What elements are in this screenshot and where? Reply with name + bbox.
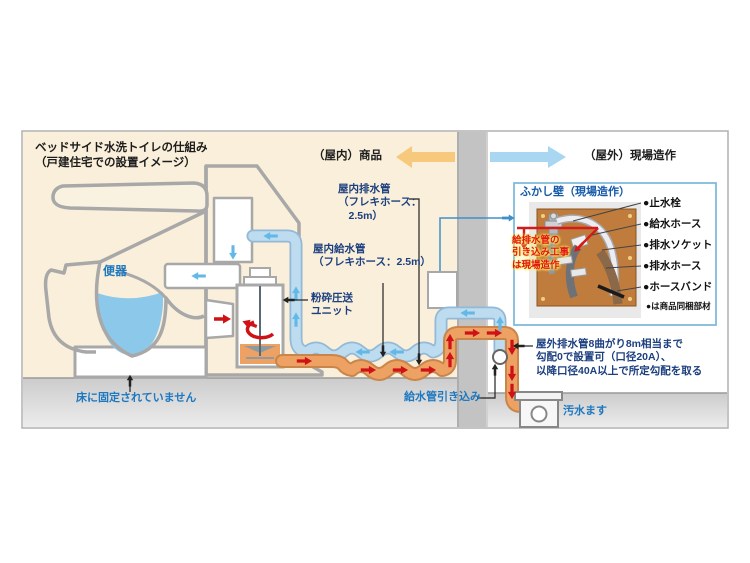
detail-panel-red-note: 給排水管の 引き込み工事 は現場造作 [512, 235, 570, 271]
detail-callout-line [439, 214, 515, 271]
supply-inlet-label: 給水管引き込み [404, 391, 481, 403]
part-leader-lines [572, 202, 642, 292]
indoor-supply-pipe-label: 屋内給水管 （フレキホース：2.5m） [313, 243, 431, 269]
diagram-title: ベッドサイド水洗トイレの仕組み （戸建住宅での設置イメージ） [35, 142, 208, 169]
wall-pass-through-box [427, 271, 458, 309]
indoor-zone-label: （屋内）商品 [313, 150, 382, 162]
part-label-drain-socket: ●排水ソケット [643, 239, 713, 251]
outdoor-zone-label: （屋外）現場造作 [584, 150, 676, 162]
part-label-supply-hose: ●給水ホース [643, 218, 702, 230]
detail-panel-footnote: ●は商品同梱部材 [646, 301, 711, 311]
red-annotation-arrows [517, 226, 599, 255]
floor-note-label: 床に固定されていません [76, 392, 197, 404]
indoor-drain-pipe-label: 屋内排水管 （フレキホース： 2.5m） [338, 183, 422, 222]
detail-panel-title: ふかし壁（現場造作） [520, 186, 630, 198]
bowl-water [97, 292, 163, 356]
detail-panel-graphic [513, 182, 717, 326]
outdoor-drain-note: 屋外排水管8曲がり8m相当まで 勾配0で設置可（口径20A）、 以降口径40A以… [536, 338, 703, 377]
grinder-unit-label: 粉砕圧送 ユニット [311, 292, 353, 318]
part-label-stop-valve: ●止水栓 [643, 197, 681, 209]
sewage-basin-graphic [514, 391, 563, 428]
wall-graphic [457, 132, 488, 427]
drain-pipe-graphic [275, 326, 533, 413]
grinder-unit-graphic [235, 267, 285, 369]
indoor-direction-arrow [396, 146, 455, 168]
sewage-basin-label: 汚水ます [563, 405, 607, 417]
label-leader-lines [126, 198, 533, 399]
outdoor-direction-arrow [490, 146, 566, 168]
part-label-drain-hose: ●排水ホース [643, 260, 702, 272]
supply-valve [492, 349, 508, 365]
stop-valve-photo [544, 212, 563, 235]
toilet-bowl-label: 便器 [103, 264, 128, 278]
part-label-hose-band: ●ホースバンド [643, 281, 713, 293]
supply-pipe-graphic [246, 229, 507, 363]
zone-arrows [396, 146, 566, 168]
